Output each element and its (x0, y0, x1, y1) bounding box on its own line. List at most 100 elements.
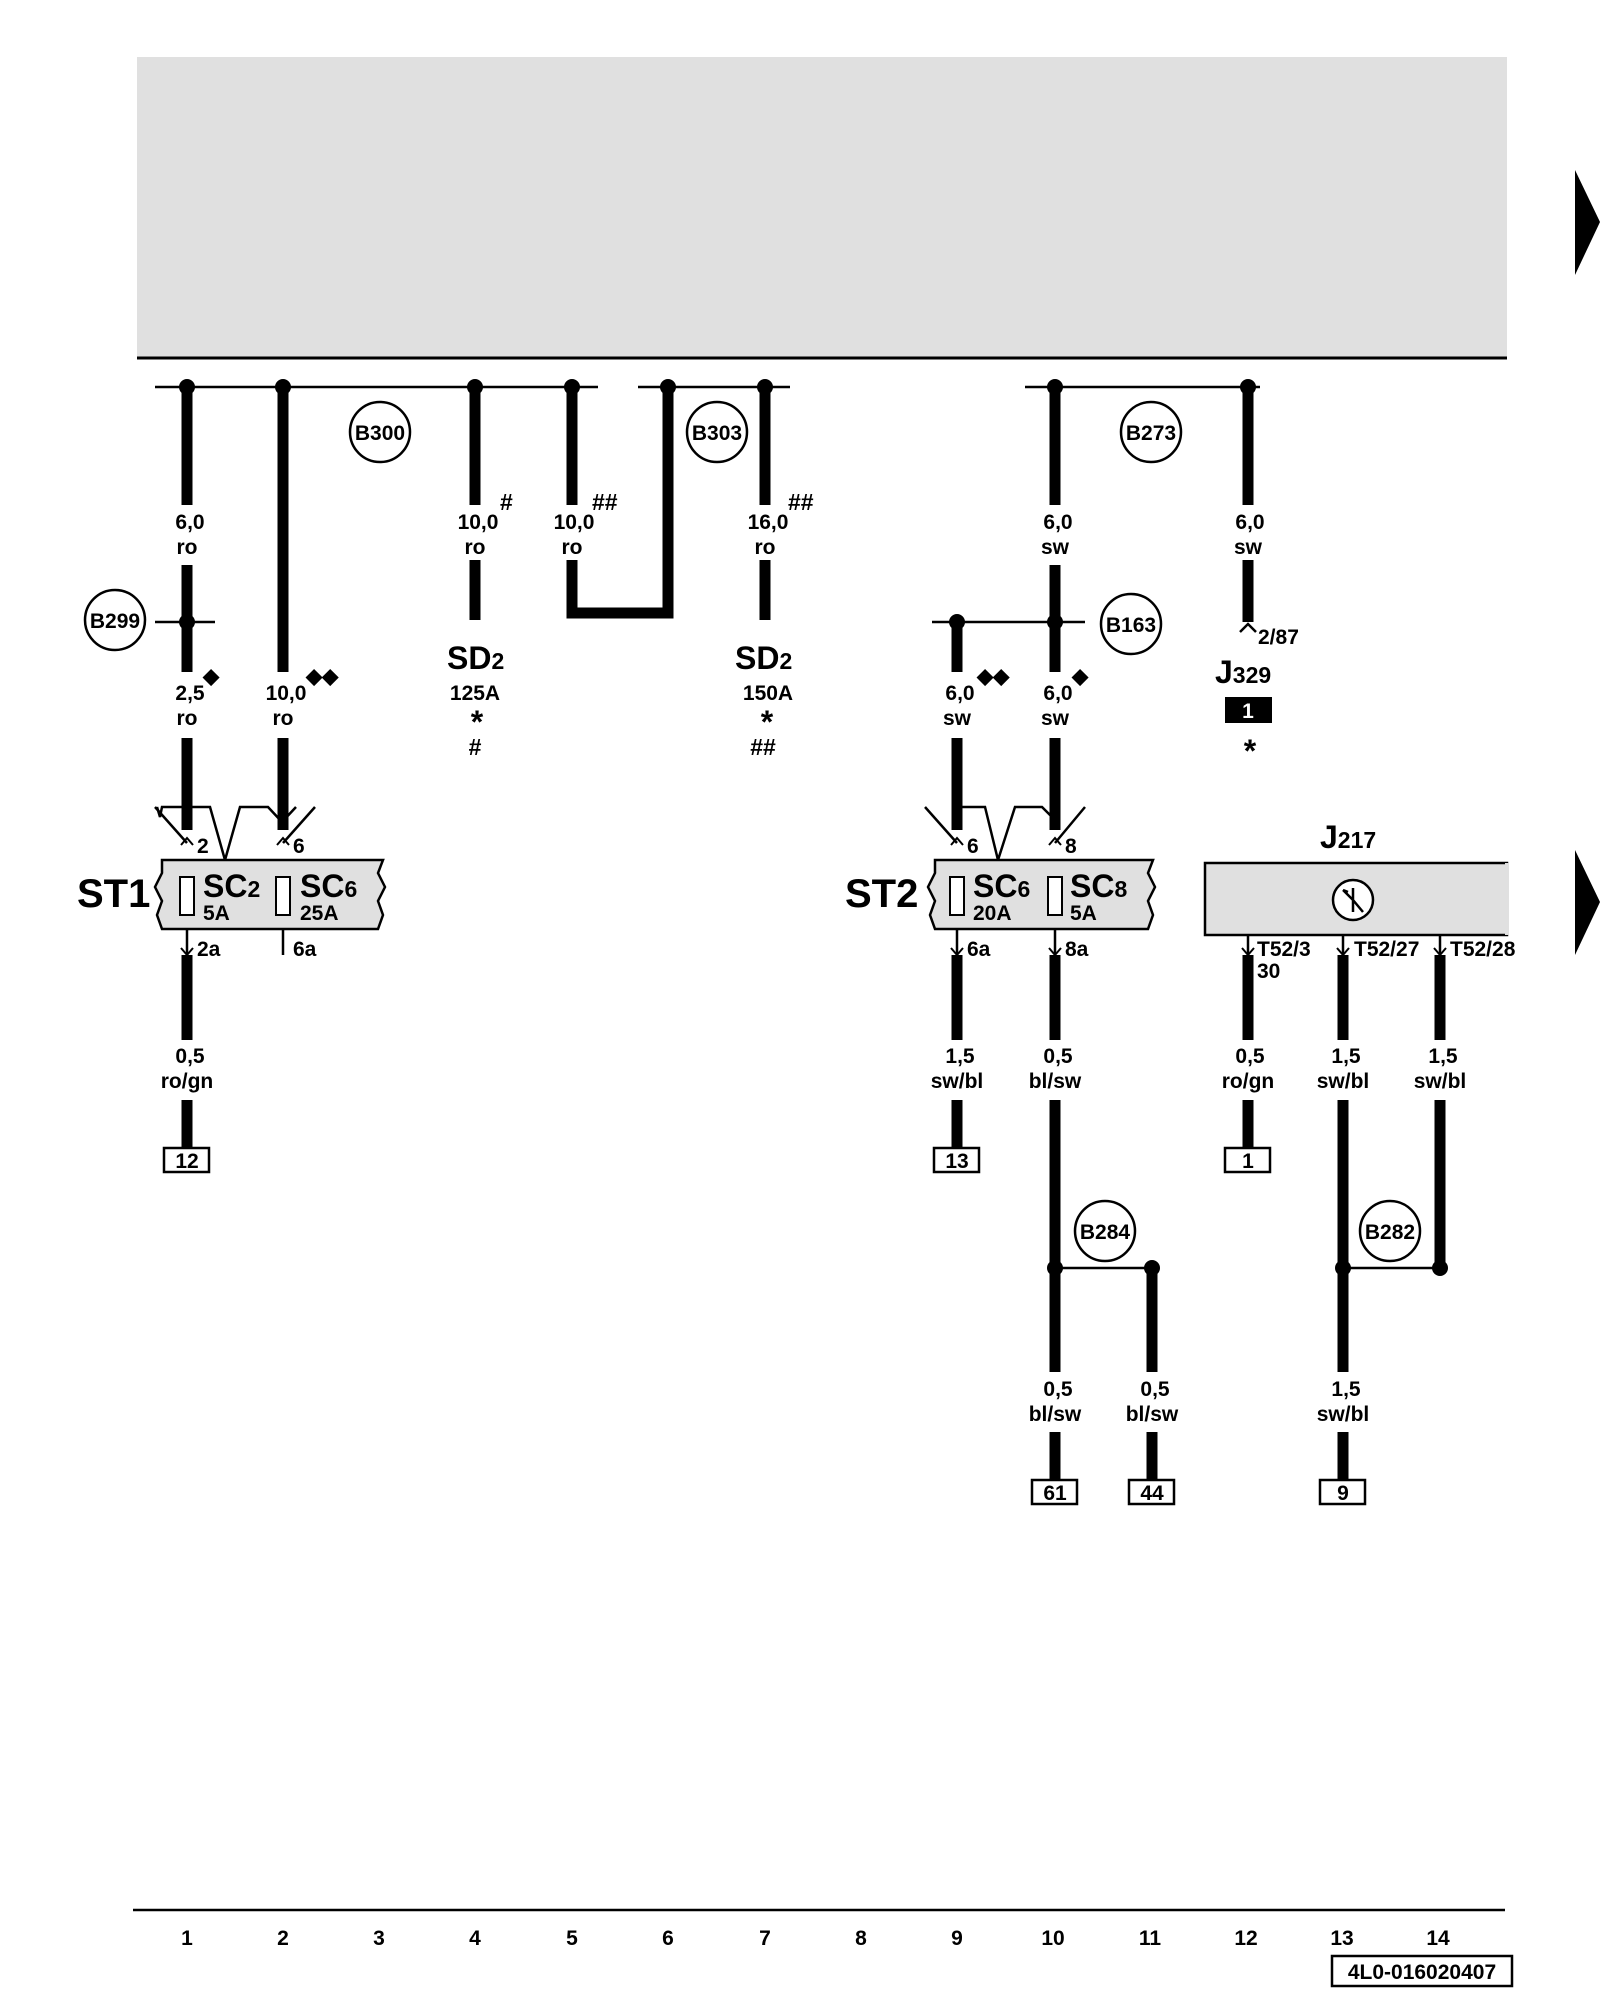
fuse-sd2-150a[interactable]: SD2 150A * ## (735, 640, 793, 760)
component-sub: 329 (1233, 662, 1271, 688)
footnote-star: * (471, 704, 484, 740)
connector-label: 1 (1242, 1150, 1254, 1173)
svg-text:6: 6 (662, 1927, 674, 1950)
wire-size: 16,0 (748, 511, 789, 534)
wire-size: 10,0 (266, 682, 307, 705)
svg-text:2: 2 (277, 1927, 289, 1950)
component-name: SD (735, 640, 779, 676)
bus-label: B163 (1106, 614, 1156, 637)
component-sub: 2 (491, 648, 504, 674)
header-panel (137, 57, 1507, 357)
bus-label: B282 (1365, 1221, 1415, 1244)
svg-text:J329: J329 (1215, 654, 1271, 690)
location-box (1225, 697, 1272, 723)
wire-size: 1,5 (1331, 1378, 1361, 1401)
wire-color: bl/sw (1126, 1403, 1179, 1426)
fuse-sd2-125a[interactable]: SD2 125A * # (447, 640, 504, 760)
svg-text:SC6: SC6 (300, 868, 357, 904)
svg-text:8: 8 (855, 1927, 867, 1950)
bus-label: B273 (1126, 422, 1176, 445)
wire-mark: ## (592, 489, 618, 515)
connector-label: 9 (1337, 1482, 1349, 1505)
pin-label: 8a (1065, 938, 1089, 961)
fuse-holder-name: ST1 (77, 872, 150, 916)
wire-color: ro (465, 536, 486, 559)
svg-text:J217: J217 (1320, 819, 1376, 855)
component-sub: 217 (1338, 827, 1376, 853)
wire-mark: ◆ (1071, 665, 1089, 688)
wire-size: 6,0 (1043, 511, 1072, 534)
wire-color: sw (943, 707, 972, 730)
wire-color: sw/bl (1317, 1403, 1370, 1426)
fuse-holder-st1[interactable]: ST1 SC2 5A SC6 25A 2 6 2a 6a (77, 805, 387, 961)
fuse-holder-st2[interactable]: ST2 SC6 20A SC8 5A 6 8 6a 8a (845, 805, 1157, 961)
wire-color: ro (755, 536, 776, 559)
pin-arrows (180, 836, 1447, 957)
bus-label: B303 (692, 422, 742, 445)
fuse-rating: 150A (743, 682, 793, 705)
continue-arrow-icon[interactable] (1575, 850, 1600, 955)
svg-text:5A: 5A (1070, 902, 1097, 925)
pin-label: 2a (197, 938, 221, 961)
wire-size: 6,0 (175, 511, 204, 534)
svg-text:13: 13 (1330, 1927, 1353, 1950)
wire-color: sw/bl (931, 1070, 984, 1093)
connector-label: 12 (175, 1150, 198, 1173)
footnote-star: * (1244, 733, 1257, 769)
wire-color: ro/gn (161, 1070, 214, 1093)
wire-size: 1,5 (945, 1045, 975, 1068)
wire-color: sw (1234, 536, 1263, 559)
svg-text:5: 5 (566, 1927, 578, 1950)
svg-text:4: 4 (469, 1927, 481, 1950)
fuse-rating: 125A (450, 682, 500, 705)
wire-size: 6,0 (1235, 511, 1264, 534)
pin-label: 2/87 (1258, 626, 1299, 649)
svg-text:11: 11 (1139, 1927, 1162, 1950)
wire-size: 10,0 (554, 511, 595, 534)
fuse-holder-name: ST2 (845, 872, 918, 916)
location-box-label: 1 (1242, 700, 1254, 723)
diagram-code: 4L0-016020407 (1348, 1961, 1496, 1984)
wire-color: sw/bl (1414, 1070, 1467, 1093)
wire-size: 6,0 (945, 682, 974, 705)
wire-color: ro (562, 536, 583, 559)
wire-color: bl/sw (1029, 1403, 1082, 1426)
svg-text:25A: 25A (300, 902, 339, 925)
wire-mark: # (500, 489, 513, 515)
wire-size: 0,5 (1235, 1045, 1265, 1068)
control-unit-j217[interactable]: J217 T52/3 30 T52/27 T52/28 (1203, 819, 1516, 983)
pin-label: 6a (293, 938, 317, 961)
ruler-numbers: 1 2 3 4 5 6 7 8 9 10 11 12 13 14 (181, 1927, 1450, 1950)
wire-color: ro/gn (1222, 1070, 1275, 1093)
bus-label: B284 (1080, 1221, 1131, 1244)
footnote-mark: ## (750, 734, 776, 760)
pin-label: 6 (967, 835, 979, 858)
wire-size: 0,5 (1043, 1378, 1073, 1401)
svg-text:1: 1 (181, 1927, 193, 1950)
svg-text:SC2: SC2 (203, 868, 260, 904)
component-sub: 2 (779, 648, 792, 674)
svg-text:SC6: SC6 (973, 868, 1030, 904)
wire-size: 2,5 (175, 682, 205, 705)
svg-text:9: 9 (951, 1927, 963, 1950)
wire-color: ro (177, 536, 198, 559)
wire-color: sw/bl (1317, 1070, 1370, 1093)
continue-arrow-icon[interactable] (1575, 170, 1600, 275)
pin-label: 8 (1065, 835, 1077, 858)
svg-text:SD2: SD2 (447, 640, 504, 676)
relay-j329[interactable]: 2/87 J329 1 * (1215, 626, 1299, 769)
connector-label: 61 (1043, 1482, 1067, 1505)
svg-text:12: 12 (1234, 1927, 1257, 1950)
pin-label: T52/27 (1354, 938, 1419, 961)
pin-label: 30 (1257, 960, 1280, 983)
connector-boxes[interactable]: 12 13 1 61 44 9 (162, 1146, 1367, 1506)
wire-size: 10,0 (458, 511, 499, 534)
wire-color: sw (1041, 707, 1070, 730)
svg-text:5A: 5A (203, 902, 230, 925)
wire-mark: ◆◆ (305, 665, 339, 688)
svg-text:3: 3 (373, 1927, 385, 1950)
wire-size: 1,5 (1428, 1045, 1458, 1068)
svg-text:7: 7 (759, 1927, 771, 1950)
wire-color: sw (1041, 536, 1070, 559)
